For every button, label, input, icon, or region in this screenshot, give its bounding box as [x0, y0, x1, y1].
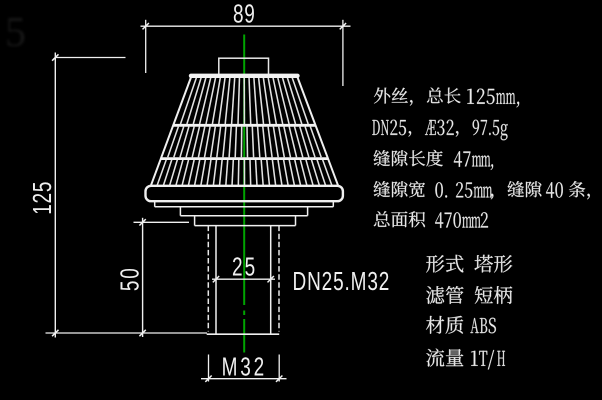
svg-text:5: 5 — [5, 10, 26, 56]
svg-text:89: 89 — [233, 0, 256, 28]
svg-text:DN25.M32: DN25.M32 — [293, 266, 391, 296]
svg-text:25: 25 — [232, 251, 257, 281]
svg-text:125: 125 — [27, 181, 57, 215]
svg-text:M32: M32 — [222, 351, 267, 381]
svg-text:50: 50 — [114, 266, 144, 291]
